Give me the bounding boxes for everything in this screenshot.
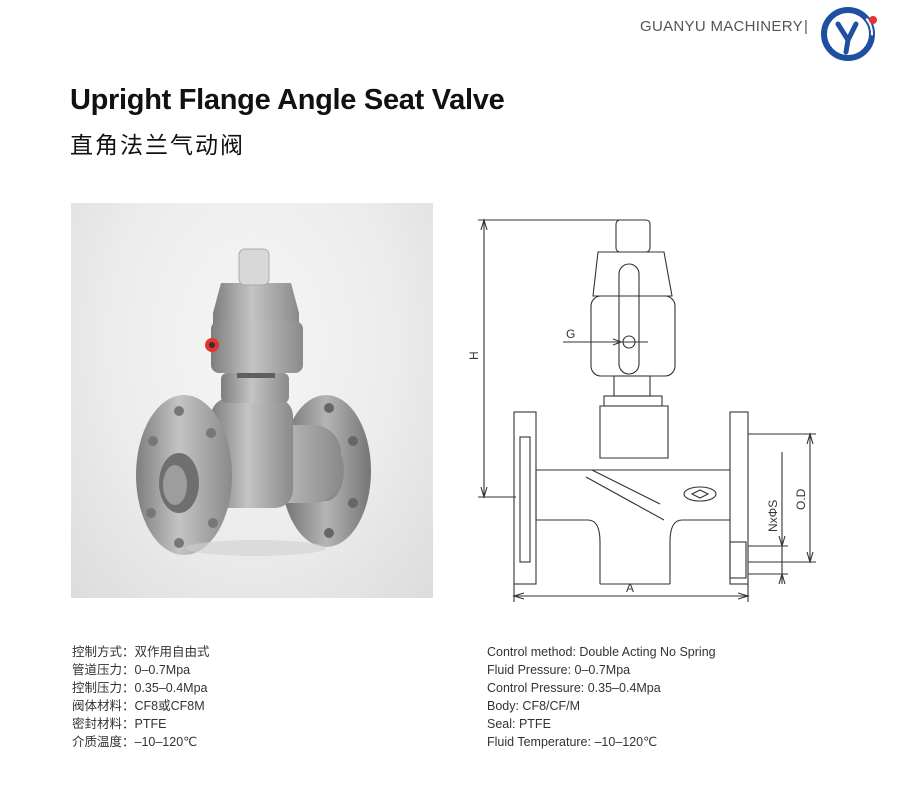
guanyu-logo-icon <box>821 7 877 61</box>
specs-en-list: Control method: Double Acting No Spring … <box>487 644 716 751</box>
spec-zh-fluid-pressure: 管道压力：0–0.7Mpa <box>72 662 191 677</box>
spec-en-fluid-pressure: Fluid Pressure: 0–0.7Mpa <box>487 662 631 677</box>
brand-separator: | <box>804 18 808 35</box>
dimension-a-label: A <box>626 581 634 595</box>
technical-drawing: H G A O.D NxΦS <box>468 218 816 602</box>
specs-zh-list: 控制方式：双作用自由式 管道压力：0–0.7Mpa 控制压力：0.35–0.4M… <box>72 644 210 751</box>
spec-zh-seal-material: 密封材料：PTFE <box>72 716 167 731</box>
dimension-od-label: O.D <box>794 488 808 510</box>
spec-en-seal: Seal: PTFE <box>487 716 551 731</box>
brand-name: GUANYU MACHINERY <box>640 18 803 35</box>
product-photo <box>71 203 433 598</box>
dimension-g-label: G <box>566 327 575 341</box>
dimension-h-label: H <box>468 351 481 360</box>
dimension-nxs-label: NxΦS <box>766 500 780 532</box>
page-title: Upright Flange Angle Seat Valve <box>70 84 505 116</box>
spec-en-control-method: Control method: Double Acting No Spring <box>487 645 716 659</box>
spec-zh-control-method: 控制方式：双作用自由式 <box>72 645 210 659</box>
spec-zh-fluid-temperature: 介质温度：–10–120℃ <box>72 734 198 749</box>
spec-en-control-pressure: Control Pressure: 0.35–0.4Mpa <box>487 680 661 695</box>
spec-zh-control-pressure: 控制压力：0.35–0.4Mpa <box>72 680 208 695</box>
spec-en-fluid-temperature: Fluid Temperature: –10–120℃ <box>487 734 658 749</box>
spec-zh-body-material: 阀体材料：CF8或CF8M <box>72 698 205 713</box>
page-subtitle-zh: 直角法兰气动阀 <box>70 132 245 158</box>
spec-en-body: Body: CF8/CF/M <box>487 698 581 713</box>
